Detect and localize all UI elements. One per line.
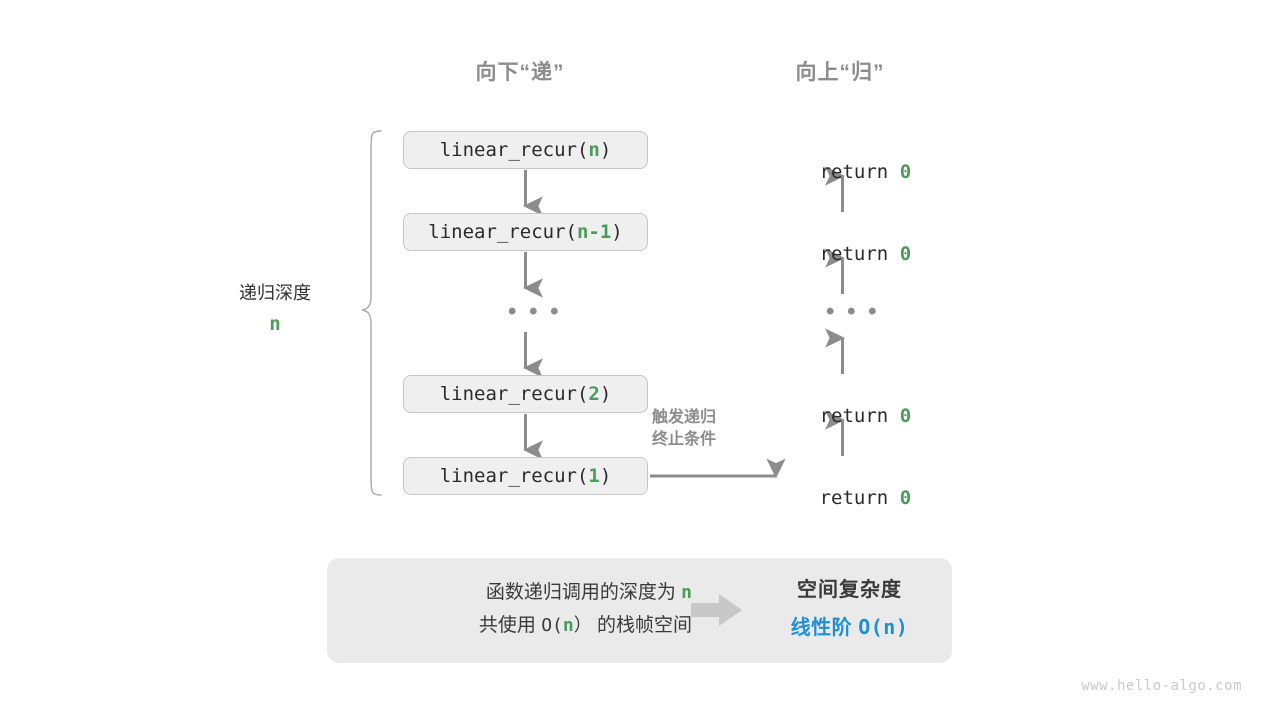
return-keyword: return — [819, 487, 900, 509]
call-frame-suffix: ) — [599, 465, 612, 487]
return-value: 0 — [899, 161, 912, 183]
call-frame-prefix: linear_recur( — [428, 221, 577, 243]
ascend-ellipsis: • • • — [826, 298, 880, 325]
summary-line-2-suffix: 的栈帧空间 — [591, 615, 692, 637]
space-complexity-formula: O(n) — [858, 615, 909, 639]
return-keyword: return — [819, 405, 900, 427]
space-complexity-title: 空间复杂度 — [797, 579, 902, 601]
call-frame-arg: n — [588, 139, 600, 161]
return-value: 0 — [899, 405, 912, 427]
termination-condition-note: 触发递归 终止条件 — [652, 407, 716, 451]
summary-line-2-highlight: n — [562, 615, 574, 637]
summary-description: 函数递归调用的深度为 n 共使用 O(n） 的栈帧空间 — [347, 576, 692, 643]
recursion-depth-value: n — [269, 313, 281, 336]
recursion-depth-text: 递归深度 — [239, 283, 311, 303]
summary-line-2: 共使用 O(n） 的栈帧空间 — [347, 609, 692, 642]
site-watermark: www.hello-algo.com — [1081, 678, 1242, 694]
call-frame-prefix: linear_recur( — [439, 383, 589, 405]
right-block-arrow-icon — [691, 594, 742, 626]
return-statement: return 0 — [760, 383, 925, 449]
call-frame-prefix: linear_recur( — [439, 465, 589, 487]
return-statement: return 0 — [760, 221, 925, 287]
column-header-descend: 向下“递” — [475, 61, 565, 84]
space-complexity-value: 线性阶 O(n) — [757, 611, 942, 645]
call-frame-suffix: ) — [599, 383, 612, 405]
summary-line-2-prefix: 共使用 — [478, 615, 542, 637]
call-frame-arg: 1 — [588, 465, 600, 487]
summary-line-2-bigo-close: ） — [573, 615, 592, 637]
summary-line-2-bigo-open: O( — [541, 615, 563, 637]
summary-panel: 函数递归调用的深度为 n 共使用 O(n） 的栈帧空间 空间复杂度 线性阶 O(… — [327, 558, 952, 663]
termination-note-line-1: 触发递归 — [652, 409, 717, 426]
termination-note-line-2: 终止条件 — [652, 431, 717, 449]
recursion-depth-brace — [361, 130, 382, 496]
call-frame-box[interactable]: linear_recur(n) — [403, 131, 648, 169]
summary-line-1-highlight: n — [681, 582, 692, 603]
call-frame-arg: 2 — [588, 383, 600, 405]
return-statement: return 0 — [760, 139, 925, 205]
recursion-depth-label: 递归深度 n — [175, 280, 375, 339]
call-frame-suffix: ) — [599, 139, 612, 161]
call-frame-prefix: linear_recur( — [439, 139, 589, 161]
return-keyword: return — [819, 243, 900, 265]
space-complexity-order-label: 线性阶 — [790, 617, 859, 639]
summary-line-1: 函数递归调用的深度为 n — [347, 576, 692, 609]
call-frame-box[interactable]: linear_recur(2) — [403, 375, 648, 413]
summary-result: 空间复杂度 线性阶 O(n) — [757, 574, 942, 645]
column-header-ascend: 向上“归” — [795, 61, 885, 84]
call-frame-box[interactable]: linear_recur(1) — [403, 457, 648, 495]
call-frame-arg: n-1 — [576, 221, 612, 243]
return-statement: return 0 — [760, 465, 925, 531]
return-value: 0 — [899, 243, 912, 265]
return-value: 0 — [899, 487, 912, 509]
call-frame-suffix: ) — [611, 221, 623, 243]
call-frame-box[interactable]: linear_recur(n-1) — [403, 213, 648, 251]
summary-line-1-text: 函数递归调用的深度为 — [485, 582, 682, 603]
descend-ellipsis: • • • — [508, 298, 562, 325]
return-keyword: return — [819, 161, 900, 183]
